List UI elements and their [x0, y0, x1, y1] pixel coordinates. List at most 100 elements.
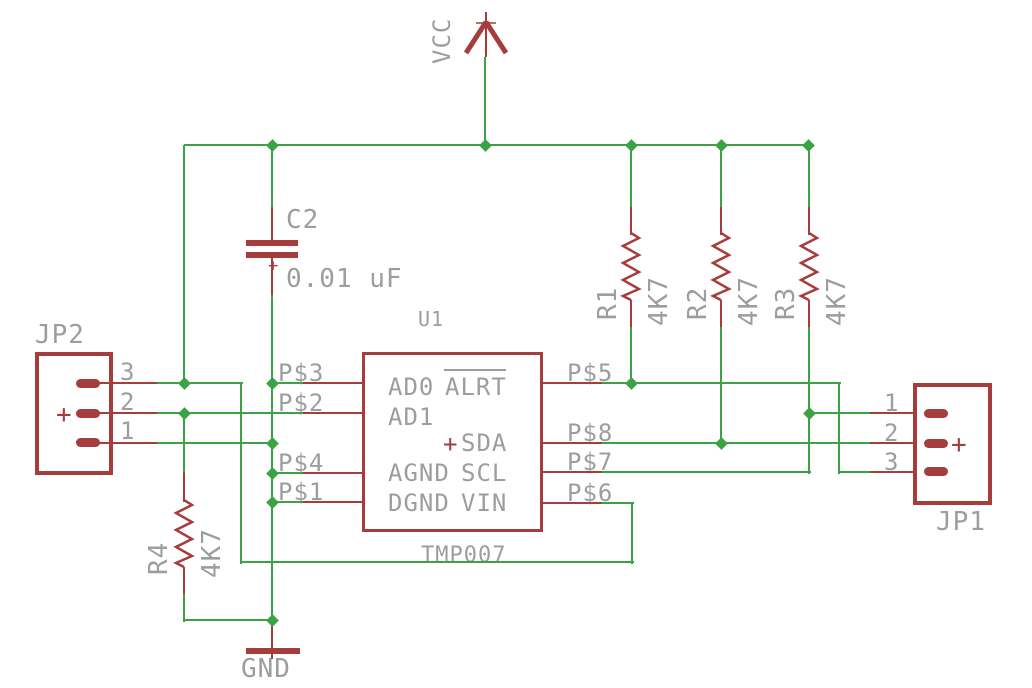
pin-wire[interactable] [543, 442, 602, 444]
pin-wire[interactable] [870, 412, 915, 414]
junction-dot[interactable] [714, 436, 728, 450]
junction-dot[interactable] [624, 376, 638, 390]
connector-jp1-label: JP1 [936, 507, 986, 537]
net-wire[interactable] [484, 57, 486, 147]
junction-dot[interactable] [265, 376, 279, 390]
net-wire[interactable] [600, 502, 634, 504]
pin-wire[interactable] [303, 382, 364, 384]
pin-wire[interactable] [870, 442, 915, 444]
pin-wire[interactable] [271, 620, 273, 659]
net-wire[interactable] [720, 325, 722, 445]
junction-dot[interactable] [177, 406, 191, 420]
pin-wire[interactable] [630, 207, 632, 235]
ic-body[interactable] [362, 352, 543, 532]
pin-wire[interactable] [808, 300, 810, 327]
pin-wire[interactable] [303, 472, 364, 474]
junction-dot[interactable] [265, 466, 279, 480]
resistor-r4-body[interactable] [171, 498, 197, 569]
net-wire[interactable] [240, 383, 242, 564]
net-wire[interactable] [600, 442, 872, 444]
net-wire[interactable] [720, 145, 722, 209]
pin-wire[interactable] [303, 501, 364, 503]
pin-wire[interactable] [808, 207, 810, 235]
jp2-pad-2[interactable] [76, 409, 100, 418]
ic-port-p7: P$7 [567, 448, 614, 476]
pin-wire[interactable] [630, 300, 632, 327]
connector-jp1-body[interactable] [913, 383, 992, 505]
junction-dot[interactable] [624, 138, 638, 152]
vcc-symbol-icon[interactable] [458, 6, 514, 60]
net-wire[interactable] [272, 472, 305, 474]
net-wire[interactable] [155, 412, 305, 414]
pin-wire[interactable] [303, 412, 364, 414]
net-wire[interactable] [184, 144, 810, 146]
junction-dot[interactable] [265, 495, 279, 509]
net-wire[interactable] [808, 413, 810, 474]
capacitor-plate-top[interactable] [246, 240, 298, 246]
jp2-polarity-mark: + [56, 400, 73, 430]
net-wire[interactable] [838, 383, 840, 474]
gnd-symbol-icon[interactable] [246, 648, 300, 654]
junction-dot[interactable] [265, 138, 279, 152]
jp1-pad-2[interactable] [924, 439, 948, 448]
net-wire[interactable] [155, 442, 274, 444]
resistor-r3-body[interactable] [796, 231, 822, 302]
net-wire[interactable] [184, 619, 274, 621]
pin-wire[interactable] [98, 382, 157, 384]
pin-wire[interactable] [543, 502, 602, 504]
pin-wire[interactable] [720, 300, 722, 327]
junction-dot[interactable] [714, 138, 728, 152]
pin-wire[interactable] [543, 471, 602, 473]
net-wire[interactable] [631, 503, 633, 564]
junction-dot[interactable] [265, 436, 279, 450]
net-wire[interactable] [272, 382, 305, 384]
junction-dot[interactable] [802, 406, 816, 420]
pin-wire[interactable] [271, 207, 273, 242]
jp1-pin-number-3: 3 [884, 448, 900, 476]
net-wire[interactable] [272, 501, 305, 503]
net-wire[interactable] [808, 145, 810, 209]
jp2-pad-3[interactable] [76, 379, 100, 388]
net-wire[interactable] [241, 561, 634, 563]
jp1-pad-3[interactable] [924, 467, 948, 476]
junction-dot[interactable] [801, 138, 815, 152]
pin-wire[interactable] [870, 471, 915, 473]
net-wire[interactable] [183, 145, 185, 385]
net-wire[interactable] [630, 325, 632, 385]
pin-wire[interactable] [271, 258, 273, 295]
ic-port-p4: P$4 [278, 449, 325, 477]
net-wire[interactable] [600, 471, 811, 473]
pin-wire[interactable] [183, 567, 185, 594]
junction-dot[interactable] [177, 376, 191, 390]
resistor-r3-value-label: 4K7 [822, 276, 852, 326]
jp2-pin-number-2: 2 [120, 388, 136, 416]
pin-wire[interactable] [183, 472, 185, 502]
pin-wire[interactable] [98, 412, 157, 414]
net-wire[interactable] [155, 382, 243, 384]
resistor-r2-body[interactable] [708, 231, 734, 302]
net-wire[interactable] [808, 325, 810, 415]
resistor-r4-name-label: R4 [144, 541, 174, 575]
pin-wire[interactable] [720, 207, 722, 235]
net-wire[interactable] [809, 412, 872, 414]
net-wire[interactable] [839, 471, 872, 473]
jp1-pad-1[interactable] [924, 409, 948, 418]
junction-dot[interactable] [478, 138, 492, 152]
resistor-r2-value-label: 4K7 [734, 276, 764, 326]
jp2-pad-1[interactable] [76, 438, 100, 447]
resistor-r1-body[interactable] [618, 231, 644, 302]
junction-dot[interactable] [265, 613, 279, 627]
ic-pin-label-ad1: AD1 [388, 403, 435, 431]
net-wire[interactable] [630, 145, 632, 209]
ic-pin-label-ad0: AD0 [388, 373, 435, 401]
net-wire[interactable] [271, 145, 273, 209]
net-wire[interactable] [271, 293, 273, 622]
pin-wire[interactable] [543, 382, 602, 384]
pin-wire[interactable] [98, 442, 157, 444]
ic-pin-label-vin: VIN [461, 489, 508, 517]
capacitor-plate-bottom[interactable] [246, 252, 298, 258]
jp1-pin-number-1: 1 [884, 389, 900, 417]
net-wire[interactable] [183, 592, 185, 622]
resistor-r4-value-label: 4K7 [197, 528, 227, 578]
